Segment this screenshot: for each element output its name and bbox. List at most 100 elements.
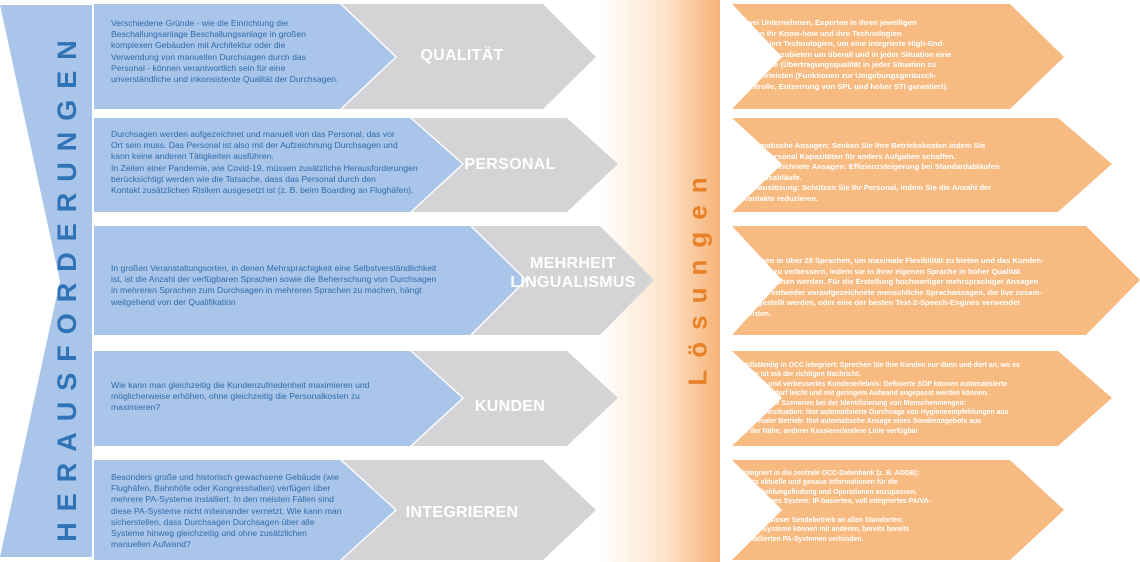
text-line: Ein einziges System: IP-basiertes, voll … — [742, 498, 931, 506]
text-line: Ihrem Personal Kapazitäten für anders Au… — [742, 151, 956, 161]
text-line: in mehreren Sprachen zum Durchsagen in m… — [111, 285, 422, 296]
text-line: Beispiel für Szenarien bei der Identifiz… — [742, 399, 966, 407]
solution-text-quality: Zwei Unternehmen, Experten in ihren jewe… — [742, 18, 1022, 92]
challenge-text-quality: Verschiedene Gründe - wie die Einrichtun… — [111, 18, 346, 85]
text-line: berücksichtigt werden wie die Tatsache, … — [111, 173, 376, 184]
text-line: Wie kann man gleichzeitig die Kundenzufr… — [111, 380, 370, 390]
text-line: die bei Bedarf leicht und mit geringem A… — [742, 390, 989, 398]
challenge-text-integration: Besonders große und historisch gewachsen… — [111, 472, 356, 550]
text-line: Voraufgezeichnete Ansagen: Effizienzstei… — [742, 162, 1000, 172]
solution-shape-1 — [732, 4, 1064, 109]
text-line: gewährleisten (Funktionen zur Umgebungsg… — [742, 70, 937, 80]
text-line: - Hygienesituation: löst automatisierte … — [742, 409, 1009, 417]
text-line: Kontakte reduzieren. — [742, 193, 819, 203]
text-line: Stets aktuelle und genaue Informationen … — [742, 479, 898, 487]
left-panel-arrow — [0, 5, 92, 557]
text-line: Ort sein muss. Das Personal ist also mit… — [111, 140, 398, 151]
text-line: manuellen Aufwand? — [111, 539, 191, 550]
text-line: Automatische Ansagen: Senken Sie Ihre Be… — [742, 141, 986, 150]
solution-shape-2 — [732, 118, 1112, 212]
challenge-text-multilingualism: In großen Veranstaltungsorten, in denen … — [111, 263, 481, 308]
text-line: kombiniert Technologien, um eine integri… — [742, 39, 945, 49]
text-line: Durchsagen werden aufgezeichnet und manu… — [111, 129, 395, 139]
text-line: komplexen Gebäuden mit Architektur oder … — [111, 40, 286, 51]
challenge-shape-2 — [94, 118, 462, 212]
text-line: kontrolle, Entzerrung von SPL und hoher … — [742, 81, 949, 91]
challenge-text-customers: Wie kann man gleichzeitig die Kundenzufr… — [111, 380, 411, 414]
text-line: in der Nähe, anderer Kassierer/andere Li… — [742, 427, 919, 435]
text-line: Integriert in die zentrale OCC-Datenbank… — [742, 470, 920, 477]
challenges-title-container: HERAUSFORDERUNGEN — [47, 28, 87, 542]
text-line: - Normaler Betrieb: löst automatische An… — [742, 418, 982, 426]
text-line: Systeme hinweg gleichzeitig und ohne zus… — [111, 528, 307, 539]
text-line: LINGUALISMUS — [510, 274, 636, 291]
text-line: weitgehend von der Qualifikation — [111, 296, 236, 307]
text-line: Verschiedene Gründe - wie die Einrichtun… — [111, 18, 289, 28]
challenge-shape-4 — [94, 351, 462, 446]
text-line: PERSONAL — [464, 156, 556, 173]
text-line: diese PA-Systeme nicht miteinander verne… — [111, 505, 342, 516]
text-line: In großen Veranstaltungsorten, in denen … — [111, 263, 437, 273]
text-line: Ansagen in über 29 Sprachen, um maximale… — [742, 256, 1044, 265]
text-line: Kontakt zusätzlichen Risiken ausgesetzt … — [111, 185, 414, 196]
text-line: kann keine anderen Tätigkeiten ausführen… — [111, 151, 274, 162]
challenge-shape-1 — [94, 4, 395, 109]
text-line: unverständliche und inkonsistente Qualit… — [111, 74, 339, 85]
text-line: maximieren? — [111, 402, 161, 413]
text-line: Betriebsabläufe. — [742, 172, 802, 182]
text-line: angesprochen werden. Für die Erstellung … — [742, 277, 1039, 287]
solution-shape-4 — [732, 351, 1112, 446]
text-line: Vollständig in OCC integriert: Sprechen … — [742, 362, 1020, 369]
solution-shape-5 — [732, 460, 1064, 560]
category-shape-1 — [342, 4, 596, 109]
text-line: Flughäfen, Bahnhöfe oder Kongresshallen)… — [111, 483, 331, 494]
category-label-staff: PERSONAL — [430, 155, 590, 174]
text-line: mengestellt werden, oder eine der besten… — [742, 298, 1020, 308]
text-line: Lösung anzubieten um überall und in jede… — [742, 49, 952, 59]
text-line: erlebnis zu verbessern, indem sie in ihr… — [742, 266, 1021, 276]
solution-text-integration: Integriert in die zentrale OCC-Datenbank… — [742, 469, 1022, 544]
text-line: ist, ist die Anzahl der verfügbaren Spra… — [111, 274, 437, 285]
text-line: KUNDEN — [474, 398, 546, 415]
category-label-integration: INTEGRIEREN — [362, 503, 562, 522]
category-shape-5 — [342, 460, 596, 560]
solution-text-staff: Automatische Ansagen: Senken Sie Ihre Be… — [742, 141, 1062, 205]
text-line: In Zeiten einer Pandemie, wie Covid-19, … — [111, 162, 418, 173]
solution-text-multilingualism: Ansagen in über 29 Sprachen, um maximale… — [742, 256, 1102, 320]
text-line: INTEGRIEREN — [405, 504, 519, 521]
challenge-text-staff: Durchsagen werden aufgezeichnet und manu… — [111, 129, 431, 196]
category-label-multilingualism: MEHRHEIT LINGUALISMUS — [498, 254, 648, 292]
text-line: Entscheidungsfindung und Operationen anz… — [742, 488, 917, 496]
text-line: Personal - können verantwortlich sein fü… — [111, 62, 286, 73]
text-line: MEHRHEIT — [530, 255, 616, 272]
text-line: werden. — [742, 308, 772, 318]
text-line: Beide Systeme können mit anderen, bereit… — [742, 526, 910, 534]
category-label-quality: QUALITÄT — [362, 46, 562, 65]
challenge-shape-3 — [94, 226, 525, 335]
text-line: haben ihr Know-how und ihre Technologien — [742, 28, 902, 38]
text-line: QUALITÄT — [420, 47, 504, 64]
text-line: möglicherweise erhöhen, ohne gleichzeiti… — [111, 391, 360, 402]
text-line: Besonders große und historisch gewachsen… — [111, 472, 339, 482]
solution-text-customers: Vollständig in OCC integriert: Sprechen … — [742, 361, 1072, 436]
text-line: nötig ist mit der richtigen Nachricht. — [742, 371, 861, 379]
text-line: Verwendung von manuellen Durchsagen durc… — [111, 51, 306, 62]
text-line: Beschallungsanlage Beschallungsanlage in… — [111, 29, 306, 40]
category-shape-2 — [412, 118, 618, 212]
text-line: Service und verbessertes Kundenerlebnis:… — [742, 380, 1008, 388]
text-line: können entweder voraufgezeichnete mensch… — [742, 287, 1042, 297]
text-line: Fernauslösung: Schützen Sie Ihr Personal… — [742, 183, 992, 193]
text-line: Zwei Unternehmen, Experten in ihren jewe… — [742, 18, 917, 27]
solution-shape-3 — [732, 226, 1140, 335]
text-line: konstante (Übertragungsqualität in jeder… — [742, 60, 936, 70]
text-line: installierten PA-Systemen verbinden. — [742, 535, 864, 543]
challenges-title: HERAUSFORDERUNGEN — [51, 28, 82, 542]
category-shape-3 — [472, 226, 654, 335]
text-line: sicherstellen, dass Durchsagen Durchsage… — [111, 516, 315, 527]
solutions-title: Lösungen — [682, 164, 713, 386]
challenge-shape-5 — [94, 460, 395, 560]
category-shape-4 — [412, 351, 618, 446]
solutions-title-container: Lösungen — [675, 150, 721, 400]
